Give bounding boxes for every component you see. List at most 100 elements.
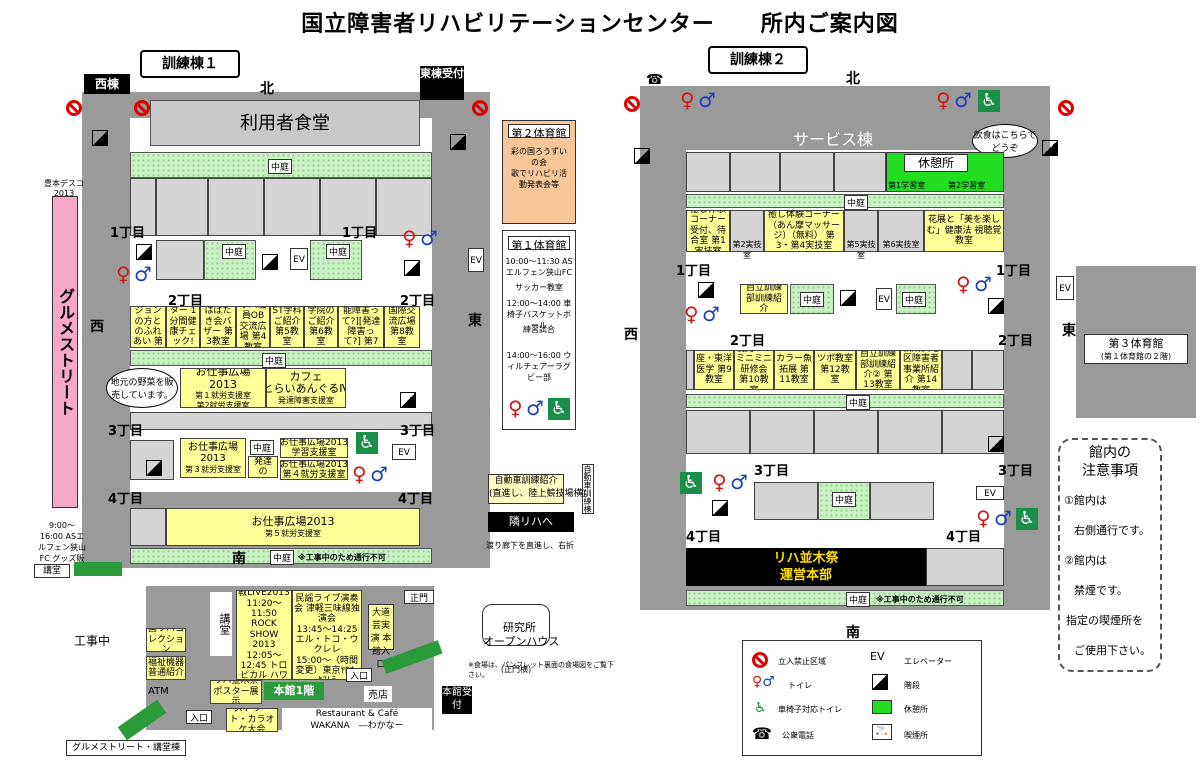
main-reception: 本館受付 bbox=[442, 686, 472, 714]
construction-note-2: ※工事中のため通行不可 bbox=[876, 595, 964, 604]
driving-vertical: 自動車訓練棟 bbox=[582, 464, 594, 514]
district-3-left: 3丁目 bbox=[108, 424, 144, 439]
gourmet-street-sign: グルメストリート・講堂棟 bbox=[66, 740, 186, 756]
lecture-hall: 講堂 bbox=[210, 592, 232, 656]
room2-row1-2: 第2実技室 bbox=[730, 210, 764, 260]
district2-2-right: 2丁目 bbox=[998, 334, 1034, 349]
no-entry-icon bbox=[752, 652, 768, 668]
construction-note: ※工事中のため通行不可 bbox=[298, 553, 386, 562]
building2-tag: 訓練棟２ bbox=[708, 46, 808, 74]
poster-exhibit: リハ並木祭ポスター展示 bbox=[210, 680, 262, 704]
no-entry-icon bbox=[624, 96, 640, 112]
atm: ATM bbox=[148, 686, 169, 697]
food-note: ※食場は、パンフレット裏面の食場図をご覧下さい。 bbox=[468, 661, 615, 679]
oshigoto-support5: お仕事広場2013 第５就労支援室 bbox=[166, 508, 420, 546]
district-2-left: 2丁目 bbox=[168, 294, 204, 309]
classroom-2: 鍼・スポセンター 1分間健康チェック! 第2教室 bbox=[166, 306, 200, 348]
vegetable-bubble: 地元の野菜を販売しています。 bbox=[106, 368, 178, 408]
district-4-left: 4丁目 bbox=[108, 492, 144, 507]
south-label: 南 bbox=[232, 551, 246, 567]
phone-icon: ☎ bbox=[752, 724, 772, 743]
district2-4-right: 4丁目 bbox=[946, 530, 982, 545]
district-2-right: 2丁目 bbox=[400, 294, 436, 309]
toilet-men-icon: ♂ bbox=[134, 262, 152, 286]
room2-row2-4: ツボ教室 第12教室 bbox=[814, 350, 856, 390]
west-wing-label: 西棟 bbox=[84, 74, 130, 94]
district-1-right: 1丁目 bbox=[342, 226, 378, 241]
north-label: 北 bbox=[260, 81, 274, 97]
notice-item-2: 右側通行です。 bbox=[1074, 524, 1150, 537]
classroom-7: [高次脳機能障害って?][発達障害って?] 第7教室 bbox=[338, 306, 384, 348]
classroom-1: ロービジョンの方とのふれあい 第1教室 bbox=[130, 306, 166, 348]
toilet-men-icon: ♂ bbox=[954, 88, 972, 112]
wheelchair-toilet-icon: ♿ bbox=[754, 700, 767, 716]
wheelchair-toilet-icon: ♿ bbox=[548, 398, 570, 420]
toilet-women-icon: ♀ bbox=[352, 462, 367, 486]
stage-right: 13:00〜13:30 民謡ライブ演奏会 津軽三味線独演会 13:45〜14:2… bbox=[292, 590, 362, 680]
no-entry-icon bbox=[134, 100, 150, 116]
ev-icon: EV bbox=[468, 248, 484, 272]
restaurant-wakana: Restaurant & Café WAKANA ―わかなー bbox=[282, 708, 432, 734]
classroom-6: 学院のご紹介 第6教室 bbox=[304, 306, 338, 348]
district-1-left: 1丁目 bbox=[110, 226, 146, 241]
auditorium-sign: 講堂 bbox=[34, 564, 70, 578]
district2-4-left: 4丁目 bbox=[686, 530, 722, 545]
gym1-title: 第１体育館 bbox=[508, 236, 570, 252]
courtyard-label: 中庭 bbox=[268, 159, 293, 174]
ev-icon: EV bbox=[392, 444, 416, 460]
ev-icon: EV bbox=[290, 248, 308, 270]
ev-icon: EV bbox=[876, 288, 892, 310]
corridor-sign: 隣リハへ bbox=[488, 512, 574, 532]
toilet-women-icon: ♀ bbox=[976, 506, 991, 530]
daidogei: 大道芸実演 本館入口 bbox=[368, 604, 394, 670]
south-label-2: 南 bbox=[846, 625, 860, 641]
oshigoto-learning: お仕事広場2013 学習支援室 bbox=[280, 438, 348, 458]
stairs-icon bbox=[840, 290, 856, 306]
oshigoto-2013-a: お仕事広場2013 第１就労支援室 第2就労支援室 bbox=[180, 368, 266, 408]
building1-tag: 訓練棟１ bbox=[140, 50, 240, 78]
stairs-icon bbox=[634, 148, 650, 164]
toilet-men-icon: ♂ bbox=[526, 396, 544, 420]
no-entry-icon bbox=[472, 100, 488, 116]
district2-3-left: 3丁目 bbox=[754, 464, 790, 479]
toilet-women-icon: ♀ bbox=[956, 272, 971, 296]
notice-box bbox=[1058, 438, 1162, 672]
stairs-icon bbox=[92, 130, 108, 146]
construction-label: 工事中 bbox=[74, 634, 111, 648]
toilet-women-icon: ♀ bbox=[712, 470, 727, 494]
notice-item-4: 禁煙です。 bbox=[1074, 584, 1128, 597]
room2-row1-1: 癒し体験コーナー 受付、待合室 第1実技室 bbox=[686, 210, 730, 252]
room2-row2-6: 新所沢地区障害者事業所紹介 第14教室 bbox=[900, 350, 942, 390]
toilet-men-icon: ♂ bbox=[420, 226, 438, 250]
room2-row2-3: カラー魚拓展 第11教室 bbox=[774, 350, 814, 390]
room2-row2-5: 自立訓練部訓練紹介② 第13教室 bbox=[856, 350, 900, 390]
east-wing-reception: 東棟受付 bbox=[420, 66, 464, 100]
service-wing: サービス棟 bbox=[792, 130, 873, 149]
room2-row1-3: 癒し体験コーナー（あん摩マッサージ）（無料） 第3・第4実技室 bbox=[764, 210, 844, 252]
district-4-right: 4丁目 bbox=[398, 492, 434, 507]
hattatsu-room: 発達の bbox=[248, 456, 278, 478]
no-entry-icon bbox=[1058, 100, 1074, 116]
notice-title: 館内の 注意事項 bbox=[1082, 445, 1138, 479]
toilet-men-icon: ♂ bbox=[974, 272, 992, 296]
stage-left: 9:45〜11:00 豊本教LIVE2013 11:20〜11:50 ROCK … bbox=[236, 590, 292, 680]
toilet-men-icon: ♂ bbox=[730, 470, 748, 494]
toilet-men-icon: ♂ bbox=[698, 88, 716, 112]
gym1-box bbox=[502, 230, 576, 430]
classroom-3: はばたき会バザー 第3教室 bbox=[200, 306, 236, 348]
street-karaoke: ストリート・カラオケ大会 bbox=[226, 708, 278, 732]
wheelchair-toilet-icon: ♿ bbox=[1016, 508, 1038, 530]
east-label: 東 bbox=[468, 313, 482, 329]
wheelchair-toilet-icon: ♿ bbox=[978, 90, 1000, 112]
room2-row2-1: 座・東洋医学 第9教室 bbox=[694, 350, 734, 390]
toilet-women-icon: ♀ bbox=[680, 88, 695, 112]
notice-item-5: 指定の喫煙所を bbox=[1066, 614, 1143, 627]
room2-row1-5: 第6実技室 bbox=[878, 210, 924, 252]
stairs-icon bbox=[712, 500, 728, 516]
wheelchair-toilet-icon: ♿ bbox=[356, 432, 378, 454]
rest-icon bbox=[872, 700, 892, 714]
notice-item-3: ②館内は bbox=[1064, 554, 1107, 567]
phone-icon: ☎ bbox=[646, 72, 664, 88]
toilet-icon: ♀♂ bbox=[752, 674, 775, 690]
corridor-note: 渡り廊下を直進し、右折 bbox=[486, 541, 574, 550]
